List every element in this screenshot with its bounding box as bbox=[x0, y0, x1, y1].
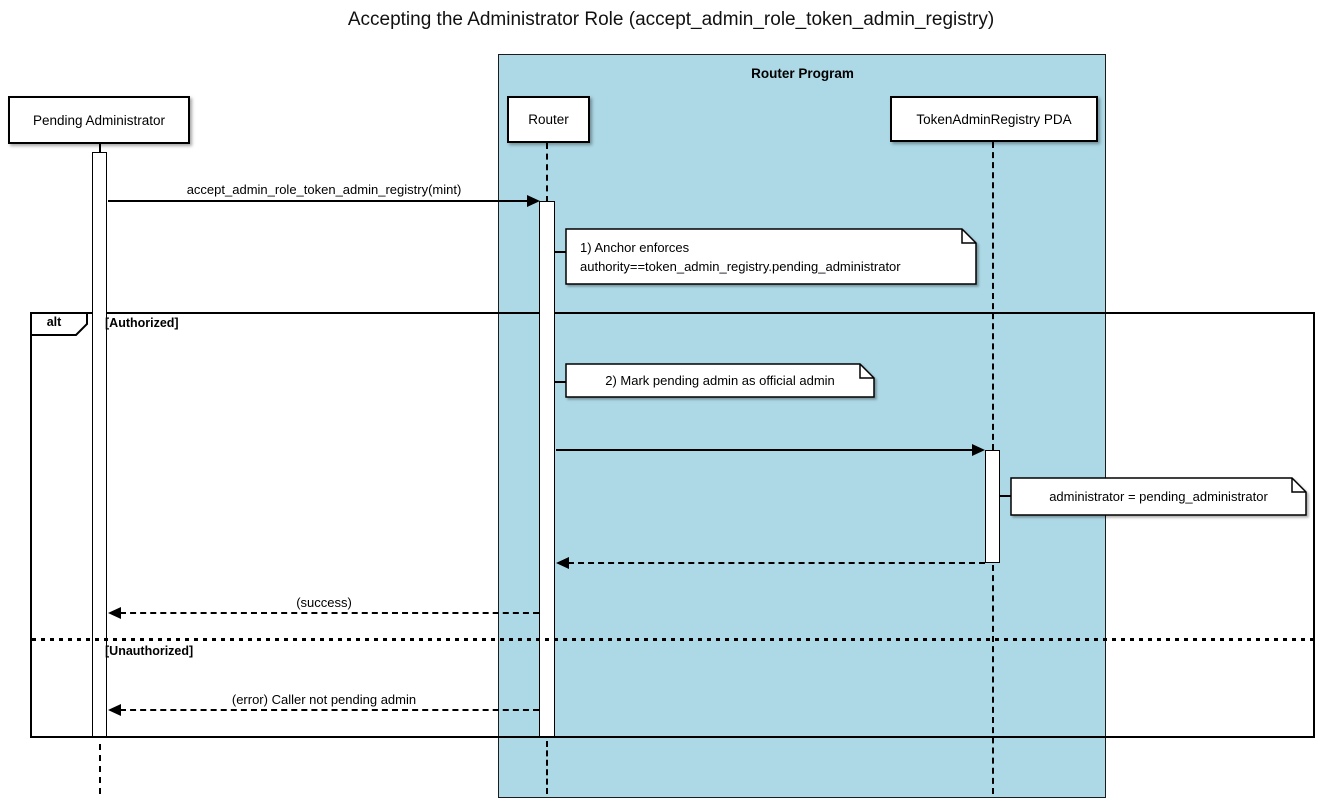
pending-admin-lifeline-stub bbox=[99, 144, 101, 153]
note-shape bbox=[1010, 477, 1307, 516]
note-anchor-enforces-line2: authority==token_admin_registry.pending_… bbox=[580, 258, 901, 274]
participant-registry-pda-label: TokenAdminRegistry PDA bbox=[916, 111, 1072, 127]
message-return-arrowhead-icon bbox=[556, 557, 569, 569]
alt-else-divider bbox=[32, 638, 1313, 641]
participant-router: Router bbox=[507, 96, 590, 143]
note-shape bbox=[565, 228, 977, 285]
message-call-line bbox=[108, 200, 528, 202]
message-success-line bbox=[120, 612, 539, 614]
alt-operator-tab bbox=[30, 312, 88, 336]
message-success-label: (success) bbox=[296, 595, 352, 610]
message-mark-arrowhead-icon bbox=[972, 444, 985, 456]
router-activation bbox=[539, 201, 555, 737]
note3-connector bbox=[1000, 495, 1011, 497]
message-call-label: accept_admin_role_token_admin_registry(m… bbox=[186, 182, 462, 197]
participant-pending-admin: Pending Administrator bbox=[8, 96, 190, 144]
note-mark-admin: 2) Mark pending admin as official admin bbox=[565, 363, 875, 398]
router-lifeline-top bbox=[546, 143, 548, 202]
note-mark-admin-line1: 2) Mark pending admin as official admin bbox=[605, 373, 835, 388]
note-shape bbox=[565, 363, 875, 398]
participant-router-label: Router bbox=[528, 112, 569, 127]
pending-admin-activation bbox=[92, 152, 107, 737]
note-assign-admin: administrator = pending_administrator bbox=[1010, 477, 1307, 516]
registry-pda-lifeline-bottom bbox=[992, 565, 994, 794]
registry-pda-lifeline-top bbox=[992, 142, 994, 450]
message-success-arrowhead-icon bbox=[108, 607, 121, 619]
participant-registry-pda: TokenAdminRegistry PDA bbox=[890, 96, 1098, 142]
message-error-arrowhead-icon bbox=[108, 704, 121, 716]
diagram-title: Accepting the Administrator Role (accept… bbox=[347, 9, 995, 30]
message-error-label: (error) Caller not pending admin bbox=[231, 692, 417, 707]
message-return-line bbox=[568, 562, 985, 564]
router-lifeline-bottom bbox=[546, 741, 548, 794]
router-program-frame bbox=[498, 54, 1106, 798]
note-assign-admin-line1: administrator = pending_administrator bbox=[1049, 489, 1268, 504]
alt-frame bbox=[30, 312, 1315, 738]
message-call-arrowhead-icon bbox=[527, 195, 540, 207]
participant-pending-admin-label: Pending Administrator bbox=[32, 112, 166, 128]
message-error-line bbox=[120, 709, 539, 711]
note2-connector bbox=[554, 381, 566, 383]
registry-pda-activation bbox=[985, 450, 1000, 563]
note-anchor-enforces-line1: 1) Anchor enforces bbox=[580, 239, 690, 255]
guard-authorized: [Authorized] bbox=[105, 316, 179, 330]
alt-operator-label: alt bbox=[46, 315, 62, 329]
pending-admin-lifeline-bottom bbox=[99, 744, 101, 794]
router-program-label: Router Program bbox=[751, 66, 854, 81]
note1-connector bbox=[554, 251, 566, 253]
note-anchor-enforces: 1) Anchor enforces authority==token_admi… bbox=[565, 228, 977, 285]
message-mark-line bbox=[556, 449, 973, 451]
guard-unauthorized: [Unauthorized] bbox=[105, 644, 194, 658]
